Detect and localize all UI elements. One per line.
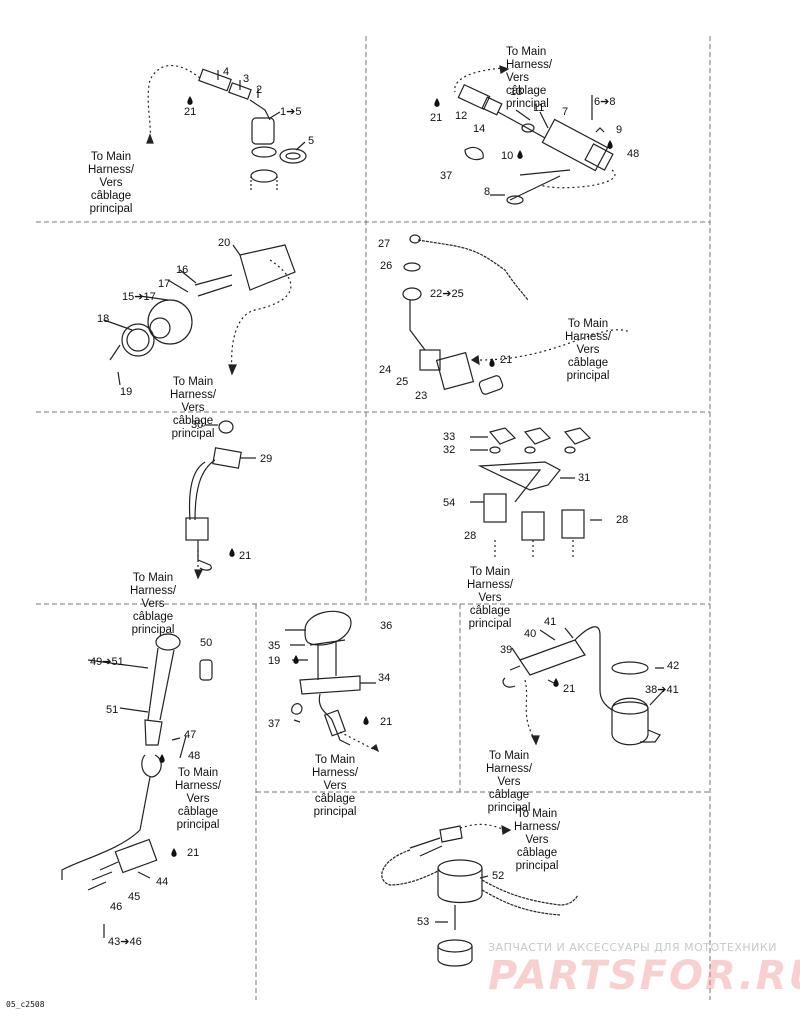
harness-note-4: To Main Harness/ Vers câblage principal xyxy=(565,318,612,382)
part-number-23: 23 xyxy=(415,390,428,402)
part-number-37-p8: 37 xyxy=(268,718,281,730)
part-number-39: 39 xyxy=(500,644,513,656)
panel-2-drawing xyxy=(434,65,616,205)
part-number-14: 14 xyxy=(473,123,486,135)
part-number-38-41: 38➔41 xyxy=(645,684,679,696)
part-number-19-p8: 19 xyxy=(268,655,281,667)
panel-5-drawing xyxy=(185,420,256,580)
part-number-31: 31 xyxy=(578,472,591,484)
part-number-27: 27 xyxy=(378,238,391,250)
part-number-30: 30 xyxy=(191,419,204,431)
part-number-12: 12 xyxy=(455,110,468,122)
part-number-33: 33 xyxy=(443,431,456,443)
part-number-52: 52 xyxy=(492,870,505,882)
part-number-53: 53 xyxy=(417,916,430,928)
part-number-54: 54 xyxy=(443,497,456,509)
figure-code: 05_c2508 xyxy=(6,1000,45,1009)
part-number-35: 35 xyxy=(268,640,281,652)
harness-note-1: To Main Harness/ Vers câblage principal xyxy=(88,151,135,215)
part-number-7: 7 xyxy=(562,106,569,118)
part-number-21-p9: 21 xyxy=(563,683,576,695)
part-number-50: 50 xyxy=(200,637,213,649)
part-number-41: 41 xyxy=(544,616,557,628)
part-number-20: 20 xyxy=(218,237,231,249)
panel-9-drawing xyxy=(502,626,665,746)
part-number-21-p4: 21 xyxy=(500,354,513,366)
harness-note-6: To Main Harness/ Vers câblage principal xyxy=(467,566,514,630)
part-number-43-46: 43➔46 xyxy=(108,936,142,948)
part-number-13: 13 xyxy=(510,86,523,98)
part-number-42: 42 xyxy=(667,660,680,672)
harness-note-3: To Main Harness/ Vers câblage principal xyxy=(170,376,217,440)
part-number-3: 3 xyxy=(243,73,250,85)
part-number-9: 9 xyxy=(616,124,623,136)
part-number-21-p5: 21 xyxy=(239,550,252,562)
panel-4-drawing xyxy=(402,234,631,395)
part-number-4: 4 xyxy=(223,66,230,78)
harness-note-9: To Main Harness/ Vers câblage principal xyxy=(486,750,533,814)
panel-6-drawing xyxy=(470,427,602,560)
part-number-36: 36 xyxy=(380,620,393,632)
part-number-47: 47 xyxy=(184,729,197,741)
part-number-44: 44 xyxy=(156,876,169,888)
part-number-40: 40 xyxy=(524,628,537,640)
part-number-11: 11 xyxy=(533,102,545,114)
part-number-2: 2 xyxy=(256,84,263,96)
harness-note-7: To Main Harness/ Vers câblage principal xyxy=(175,767,222,831)
part-number-21: 21 xyxy=(184,106,197,118)
part-number-19: 19 xyxy=(120,386,133,398)
part-number-49-51: 49➔51 xyxy=(90,656,124,668)
part-number-32: 32 xyxy=(443,444,456,456)
panel-10-drawing xyxy=(381,823,579,967)
part-number-28-b: 28 xyxy=(616,514,629,526)
panel-1-drawing xyxy=(146,65,307,192)
part-number-22-25: 22➔25 xyxy=(430,288,464,300)
part-number-26: 26 xyxy=(380,260,393,272)
part-number-8: 8 xyxy=(484,186,491,198)
part-number-10: 10 xyxy=(501,150,514,162)
panel-3-drawing xyxy=(103,244,296,386)
part-number-29: 29 xyxy=(260,453,273,465)
part-number-1-5: 1➔5 xyxy=(280,106,302,118)
part-number-21-p8: 21 xyxy=(380,716,393,728)
part-number-34: 34 xyxy=(378,672,391,684)
part-number-18: 18 xyxy=(97,313,110,325)
part-number-51: 51 xyxy=(106,704,119,716)
panel-7-drawing xyxy=(61,633,213,938)
harness-note-8: To Main Harness/ Vers câblage principal xyxy=(312,754,359,818)
part-number-15-17: 15➔17 xyxy=(122,291,156,303)
part-number-24: 24 xyxy=(379,364,392,376)
part-number-5: 5 xyxy=(308,135,315,147)
part-number-37: 37 xyxy=(440,170,453,182)
part-number-21-p7: 21 xyxy=(187,847,200,859)
part-number-28: 28 xyxy=(464,530,477,542)
watermark-caption: ЗАПЧАСТИ И АКСЕССУАРЫ ДЛЯ МОТОТЕХНИКИ xyxy=(488,941,777,954)
part-number-6-8: 6➔8 xyxy=(594,96,616,108)
part-number-45: 45 xyxy=(128,891,141,903)
part-number-16: 16 xyxy=(176,264,189,276)
harness-note-10: To Main Harness/ Vers câblage principal xyxy=(514,808,561,872)
panel-8-drawing xyxy=(285,610,380,753)
part-number-46: 46 xyxy=(110,901,123,913)
part-number-48-p7: 48 xyxy=(188,750,201,762)
harness-note-2: To Main Harness/ Vers câblage principal xyxy=(506,46,553,110)
watermark-logo: PARTSFOR.RU xyxy=(488,953,800,999)
harness-note-5: To Main Harness/ Vers câblage principal xyxy=(130,572,177,636)
part-number-25: 25 xyxy=(396,376,409,388)
part-number-48: 48 xyxy=(627,148,640,160)
part-number-21-p2: 21 xyxy=(430,112,443,124)
part-number-17: 17 xyxy=(158,278,171,290)
